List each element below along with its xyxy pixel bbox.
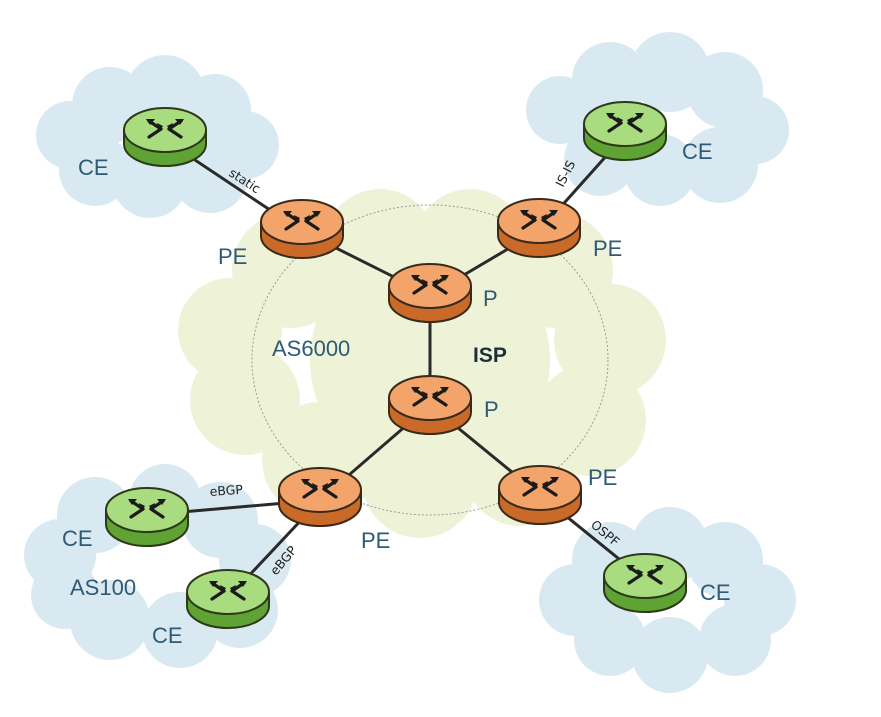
pe-router-bottom-left-icon bbox=[279, 468, 361, 526]
label-ce-bottom-right: CE bbox=[700, 580, 731, 605]
pe-router-top-left-icon bbox=[261, 200, 343, 258]
label-p-bottom: P bbox=[484, 397, 499, 422]
ce-router-bottom-left-2-icon bbox=[187, 570, 269, 628]
label-ce-bottom-left-2: CE bbox=[152, 623, 183, 648]
label-ce-top-left: CE bbox=[78, 155, 109, 180]
p-router-top-icon bbox=[389, 264, 471, 322]
label-p-top: P bbox=[483, 286, 498, 311]
ce-router-bottom-left-1-icon bbox=[106, 488, 188, 546]
ce-router-bottom-right-icon bbox=[604, 554, 686, 612]
label-ce-top-right: CE bbox=[682, 139, 713, 164]
ce-router-top-left-icon bbox=[124, 108, 206, 166]
customer-cloud-top-right bbox=[526, 32, 789, 206]
p-router-bottom-icon bbox=[389, 376, 471, 434]
label-pe-bottom-right: PE bbox=[588, 465, 617, 490]
pe-router-top-right-icon bbox=[498, 199, 580, 257]
ce-router-top-right-icon bbox=[584, 102, 666, 160]
link-label-ebgp-1: eBGP bbox=[209, 482, 244, 499]
as6000-boundary bbox=[251, 204, 609, 516]
pe-router-bottom-right-icon bbox=[499, 466, 581, 524]
label-pe-bottom-left: PE bbox=[361, 528, 390, 553]
label-pe-top-right: PE bbox=[593, 236, 622, 261]
label-as100: AS100 bbox=[70, 575, 136, 600]
label-isp: ISP bbox=[473, 344, 507, 367]
label-as6000: AS6000 bbox=[272, 336, 350, 361]
label-pe-top-left: PE bbox=[218, 244, 247, 269]
label-ce-bottom-left-1: CE bbox=[62, 526, 93, 551]
